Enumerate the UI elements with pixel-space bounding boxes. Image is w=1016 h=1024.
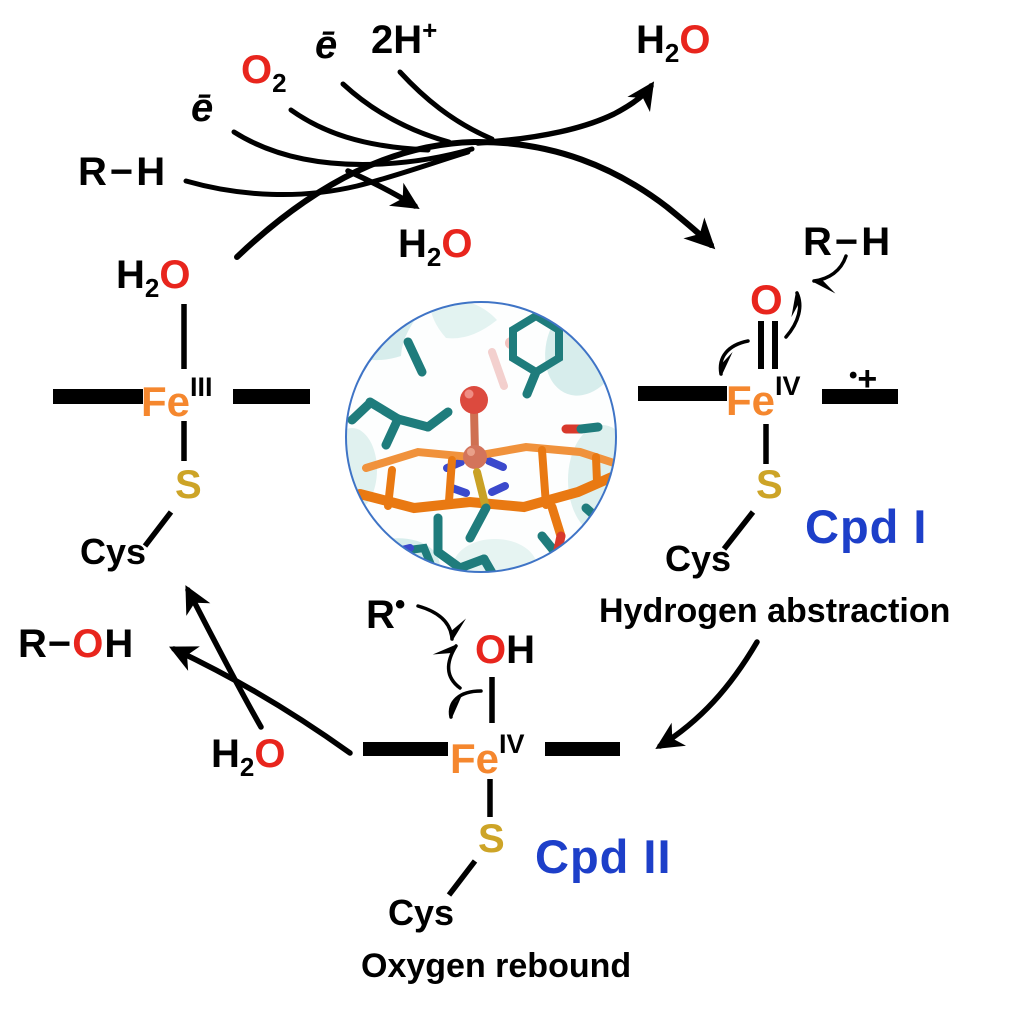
- product-r: R: [18, 622, 48, 666]
- cpd1-substrate-label: R−H: [803, 222, 893, 262]
- resting-complex-skeleton: [53, 304, 310, 548]
- dioxygen-sub: 2: [272, 68, 287, 98]
- iron3-label: FeIII: [141, 374, 213, 423]
- cpd2-skeleton: [363, 677, 620, 897]
- heme-bar: [545, 742, 620, 756]
- heme-bar: [363, 742, 448, 756]
- radical-cation-label: •+: [849, 362, 877, 396]
- protons-base: 2H: [371, 18, 423, 62]
- water-o: O: [441, 222, 473, 266]
- fishhook-bond-to-iron-cpd2: [448, 689, 483, 720]
- cpd2-step-caption: Oxygen rebound: [361, 947, 632, 985]
- oxidation-state: III: [190, 372, 213, 402]
- line-electron-upper-feed: [340, 81, 452, 145]
- iron-symbol: Fe: [450, 735, 500, 782]
- product-o: O: [72, 622, 105, 666]
- iron4-label-cpd2: FeIV: [450, 731, 525, 780]
- heme-bar: [53, 389, 143, 404]
- line-dioxygen-feed: [288, 107, 431, 153]
- aqua-ligand-label: H2O: [116, 255, 190, 301]
- bond-sulfur-cysteine: [721, 510, 756, 551]
- fishhook-bond-to-iron-cpd1: [718, 339, 750, 377]
- oxidation-state: IV: [499, 729, 525, 759]
- water-o: O: [254, 732, 286, 776]
- substrate-label: R−H: [78, 152, 168, 192]
- substrate-r: R: [803, 220, 835, 264]
- cpd1-step-caption: Hydrogen abstraction: [599, 592, 951, 630]
- line-substrate-feed: [183, 149, 471, 198]
- iron4-label-cpd1: FeIV: [726, 373, 801, 422]
- arrow-main-arc: [234, 138, 716, 260]
- hydroxo-label: OH: [475, 630, 535, 670]
- cysteine-label: Cys: [388, 892, 455, 933]
- arrow-water-right-branch: [475, 81, 655, 146]
- water-sub: 2: [144, 273, 160, 303]
- arrow-cpd1-to-cpd2: [655, 639, 760, 749]
- arrow-cpd2-to-product: [169, 646, 353, 756]
- hydroxo-h: H: [506, 628, 536, 672]
- dioxygen-label: O2: [241, 50, 287, 96]
- water-h: H: [116, 253, 145, 297]
- thiolate-label: S: [756, 463, 783, 507]
- bond-sulfur-cysteine: [142, 510, 174, 548]
- water-mid-label: H2O: [398, 224, 472, 270]
- water-o: O: [679, 18, 711, 62]
- bond-sulfur-cysteine: [446, 859, 478, 897]
- line-protons-feed: [397, 69, 495, 142]
- substrate-bond: −: [834, 220, 862, 264]
- water-h: H: [398, 222, 427, 266]
- fishhook-oxo-to-hydrogen: [784, 291, 802, 339]
- dioxygen-o: O: [241, 48, 273, 92]
- electron-upper-label: ē: [315, 23, 338, 67]
- radical-dot: •: [394, 588, 406, 621]
- active-site-circle-border: [345, 301, 617, 573]
- arrow-water-mid-branch: [345, 168, 420, 209]
- cpd1-name: Cpd I: [805, 500, 928, 553]
- protons-sup: +: [422, 15, 438, 45]
- product-h: H: [104, 622, 135, 666]
- water-cpd2-label: H2O: [211, 734, 285, 780]
- cpd1-skeleton: [638, 321, 898, 551]
- cysteine-label: Cys: [80, 531, 147, 572]
- radical-dot: •: [849, 362, 858, 389]
- water-sub: 2: [239, 752, 255, 782]
- thiolate-label: S: [478, 817, 505, 861]
- heme-bar: [822, 389, 898, 404]
- carbon-radical-label: R•: [366, 588, 406, 637]
- line-electron-lower-feed: [231, 129, 475, 167]
- thiolate-label: S: [175, 463, 202, 507]
- heme-bar: [233, 389, 310, 404]
- active-site-image: [345, 301, 617, 573]
- arrow-cpd2-to-resting: [185, 585, 264, 730]
- radical-r: R: [366, 593, 395, 637]
- water-h: H: [211, 732, 240, 776]
- substrate-h: H: [136, 150, 169, 194]
- iron-symbol: Fe: [141, 378, 191, 425]
- fishhook-substrate-to-oxo: [811, 254, 848, 294]
- water-sub: 2: [426, 242, 442, 272]
- protons-label: 2H+: [371, 17, 437, 60]
- substrate-r: R: [78, 150, 110, 194]
- heme-bar: [638, 386, 727, 401]
- water-sub: 2: [664, 38, 680, 68]
- hydroxo-o: O: [475, 628, 507, 672]
- oxidation-state: IV: [775, 371, 801, 401]
- water-h: H: [636, 18, 665, 62]
- fishhook-radical-to-hydroxo: [416, 604, 466, 642]
- radical-plus: +: [857, 360, 878, 398]
- electron-lower-label: ē: [191, 86, 214, 130]
- iron-symbol: Fe: [726, 377, 776, 424]
- product-label: R−OH: [18, 624, 134, 664]
- water-o: O: [159, 253, 191, 297]
- substrate-h: H: [861, 220, 894, 264]
- cysteine-label: Cys: [665, 538, 732, 579]
- cpd2-name: Cpd II: [535, 830, 672, 883]
- fishhook-hydroxo-connector: [432, 644, 462, 690]
- product-bond: −: [47, 622, 73, 666]
- substrate-bond: −: [109, 150, 137, 194]
- oxo-label: O: [750, 276, 783, 323]
- water-right-label: H2O: [636, 20, 710, 66]
